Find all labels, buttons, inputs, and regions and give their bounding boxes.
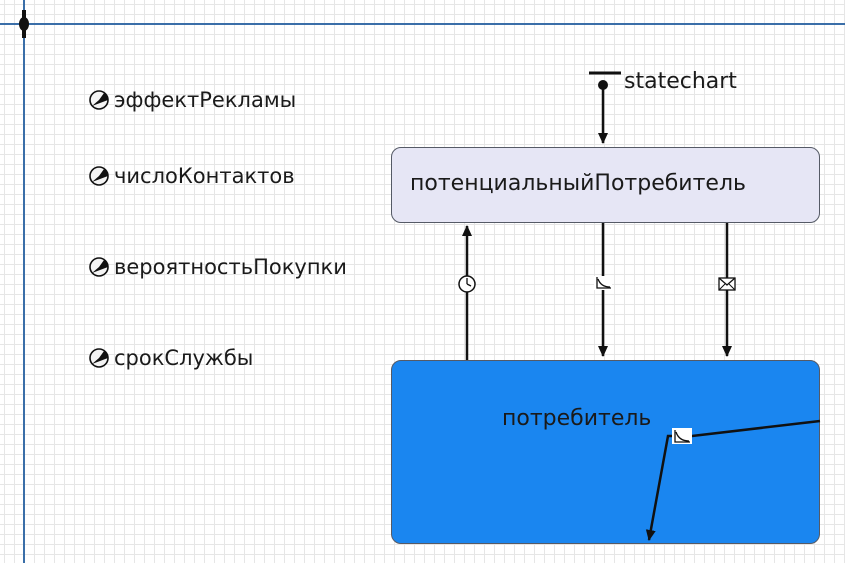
vertical-axis (23, 0, 25, 563)
transition-message[interactable] (718, 223, 736, 357)
transition-rate[interactable] (594, 223, 612, 357)
parameter-item[interactable]: эффектРекламы (88, 86, 296, 114)
envelope-icon (718, 277, 736, 291)
statechart-label[interactable]: statechart (624, 69, 737, 94)
state-label: потенциальныйПотребитель (410, 171, 746, 196)
parameter-item[interactable]: вероятностьПокупки (88, 253, 347, 281)
parameter-item[interactable]: срокСлужбы (88, 344, 253, 372)
transition-timeout[interactable] (458, 225, 476, 360)
clock-icon (458, 275, 476, 293)
parameter-label: срокСлужбы (114, 346, 254, 370)
horizontal-axis (0, 23, 845, 25)
parameter-icon (89, 348, 109, 368)
parameter-icon (89, 257, 109, 277)
parameter-label: числоКонтактов (114, 164, 295, 188)
parameter-icon (89, 166, 109, 186)
state-potential-consumer[interactable]: потенциальныйПотребитель (391, 147, 820, 223)
state-consumer[interactable]: потребитель (391, 360, 820, 544)
parameter-item[interactable]: числоКонтактов (88, 162, 295, 190)
parameter-label: эффектРекламы (114, 88, 297, 112)
parameter-label: вероятностьПокупки (114, 255, 347, 279)
rate-icon (594, 276, 612, 290)
statechart-entry-point[interactable] (589, 71, 621, 144)
origin-marker-icon (19, 10, 29, 38)
state-label: потребитель (502, 406, 652, 431)
parameter-icon (89, 90, 109, 110)
